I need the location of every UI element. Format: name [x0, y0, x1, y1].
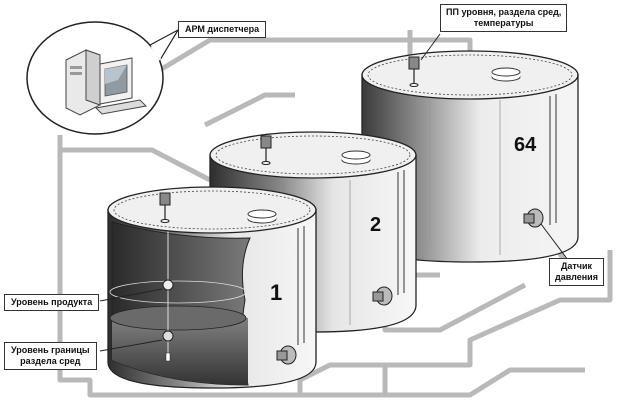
pressure-sensor-icon	[372, 286, 393, 306]
interface-level-line1: Уровень границы	[11, 345, 90, 355]
cable-arm-to-tank2	[57, 135, 212, 183]
cable-tank2-to-tank64	[297, 250, 613, 395]
pressure-label-line1: Датчик	[560, 261, 593, 271]
interface-level-line2: раздела сред	[20, 356, 81, 366]
pressure-sensor-icon	[276, 345, 297, 365]
pressure-label-line2: давления	[555, 272, 598, 282]
sensor-label-line2: температуры	[473, 18, 534, 28]
tank-1	[107, 186, 317, 389]
pressure-sensor-icon	[523, 208, 544, 228]
cable-arm-to-tank1	[57, 140, 388, 398]
computer-icon	[65, 49, 148, 116]
ladder-64	[549, 94, 557, 225]
ladder-1	[297, 226, 305, 345]
tank-number-64: 64	[514, 134, 537, 156]
leader-lines	[99, 33, 569, 352]
cable-top-mid	[203, 92, 295, 128]
arm-bubble	[26, 21, 180, 135]
tank-number-1: 1	[270, 280, 283, 305]
sensor-label-line1: ПП уровня, раздела сред,	[446, 7, 562, 17]
level-sensor-icon	[408, 56, 420, 87]
tank-number-2: 2	[370, 214, 382, 236]
interface-level-label: Уровень границы раздела сред	[4, 342, 97, 370]
arm-label: АРМ диспетчера	[178, 21, 267, 38]
ladder-2	[397, 170, 405, 295]
product-liquid	[112, 311, 248, 385]
level-sensor-icon	[159, 192, 171, 223]
sensor-label: ПП уровня, раздела сред, температуры	[440, 4, 568, 32]
product-level-label: Уровень продукта	[4, 294, 100, 311]
cable-bottom-right	[320, 367, 585, 398]
level-sensor-icon	[260, 135, 272, 165]
pressure-label: Датчик давления	[549, 258, 604, 286]
